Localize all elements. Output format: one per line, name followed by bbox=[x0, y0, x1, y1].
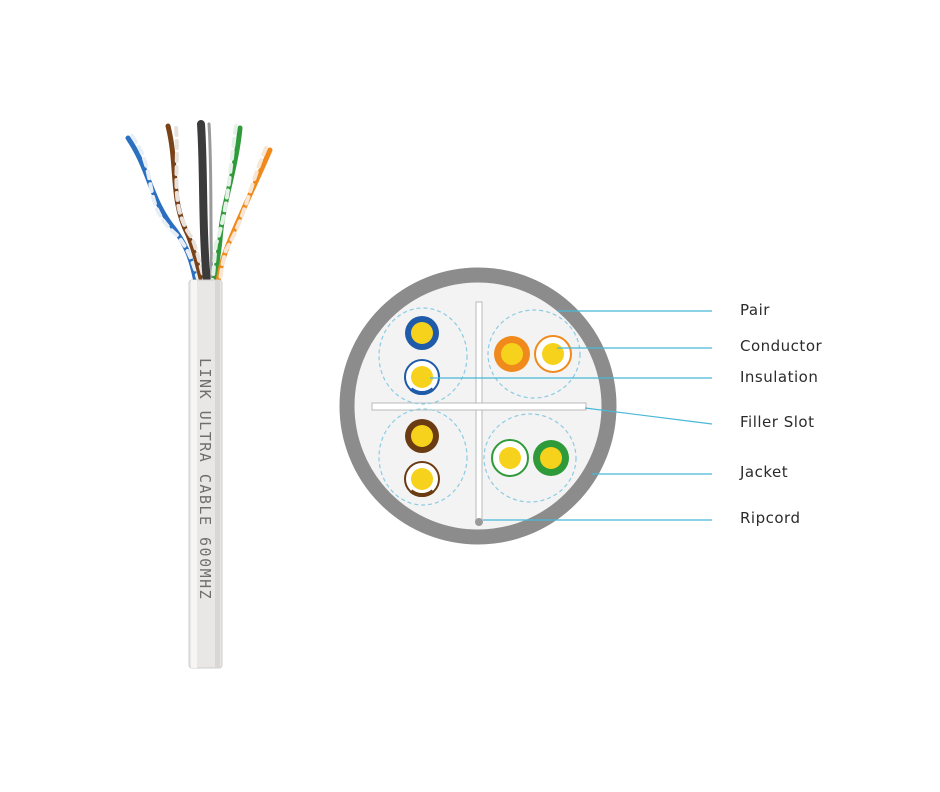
cable-jacket-print: LINK ULTRA CABLE 600MHZ bbox=[196, 358, 214, 600]
pair-boundaries bbox=[378, 307, 581, 506]
label-jacket: Jacket bbox=[740, 463, 789, 481]
ripcord-marker bbox=[475, 518, 483, 526]
label-insulation: Insulation bbox=[740, 368, 819, 386]
green-pair bbox=[491, 439, 569, 477]
orange-pair-wire bbox=[215, 147, 273, 285]
label-pair: Pair bbox=[740, 301, 770, 319]
twisted-pairs bbox=[125, 120, 273, 286]
label-ripcord: Ripcord bbox=[740, 509, 801, 527]
cable-cross-section bbox=[339, 267, 617, 545]
cable-sheath bbox=[188, 279, 223, 669]
blue-pair-wire bbox=[125, 135, 199, 285]
cross-filler bbox=[197, 120, 211, 286]
brown-pair bbox=[404, 419, 440, 497]
label-conductor: Conductor bbox=[740, 337, 823, 355]
cable-illustration: LINK ULTRA CABLE 600MHZ bbox=[125, 120, 273, 669]
label-filler-slot: Filler Slot bbox=[740, 413, 815, 431]
callout-lines bbox=[430, 310, 713, 521]
blue-pair bbox=[404, 316, 440, 395]
orange-pair bbox=[494, 335, 572, 373]
callout-line-filler-slot bbox=[584, 407, 713, 425]
